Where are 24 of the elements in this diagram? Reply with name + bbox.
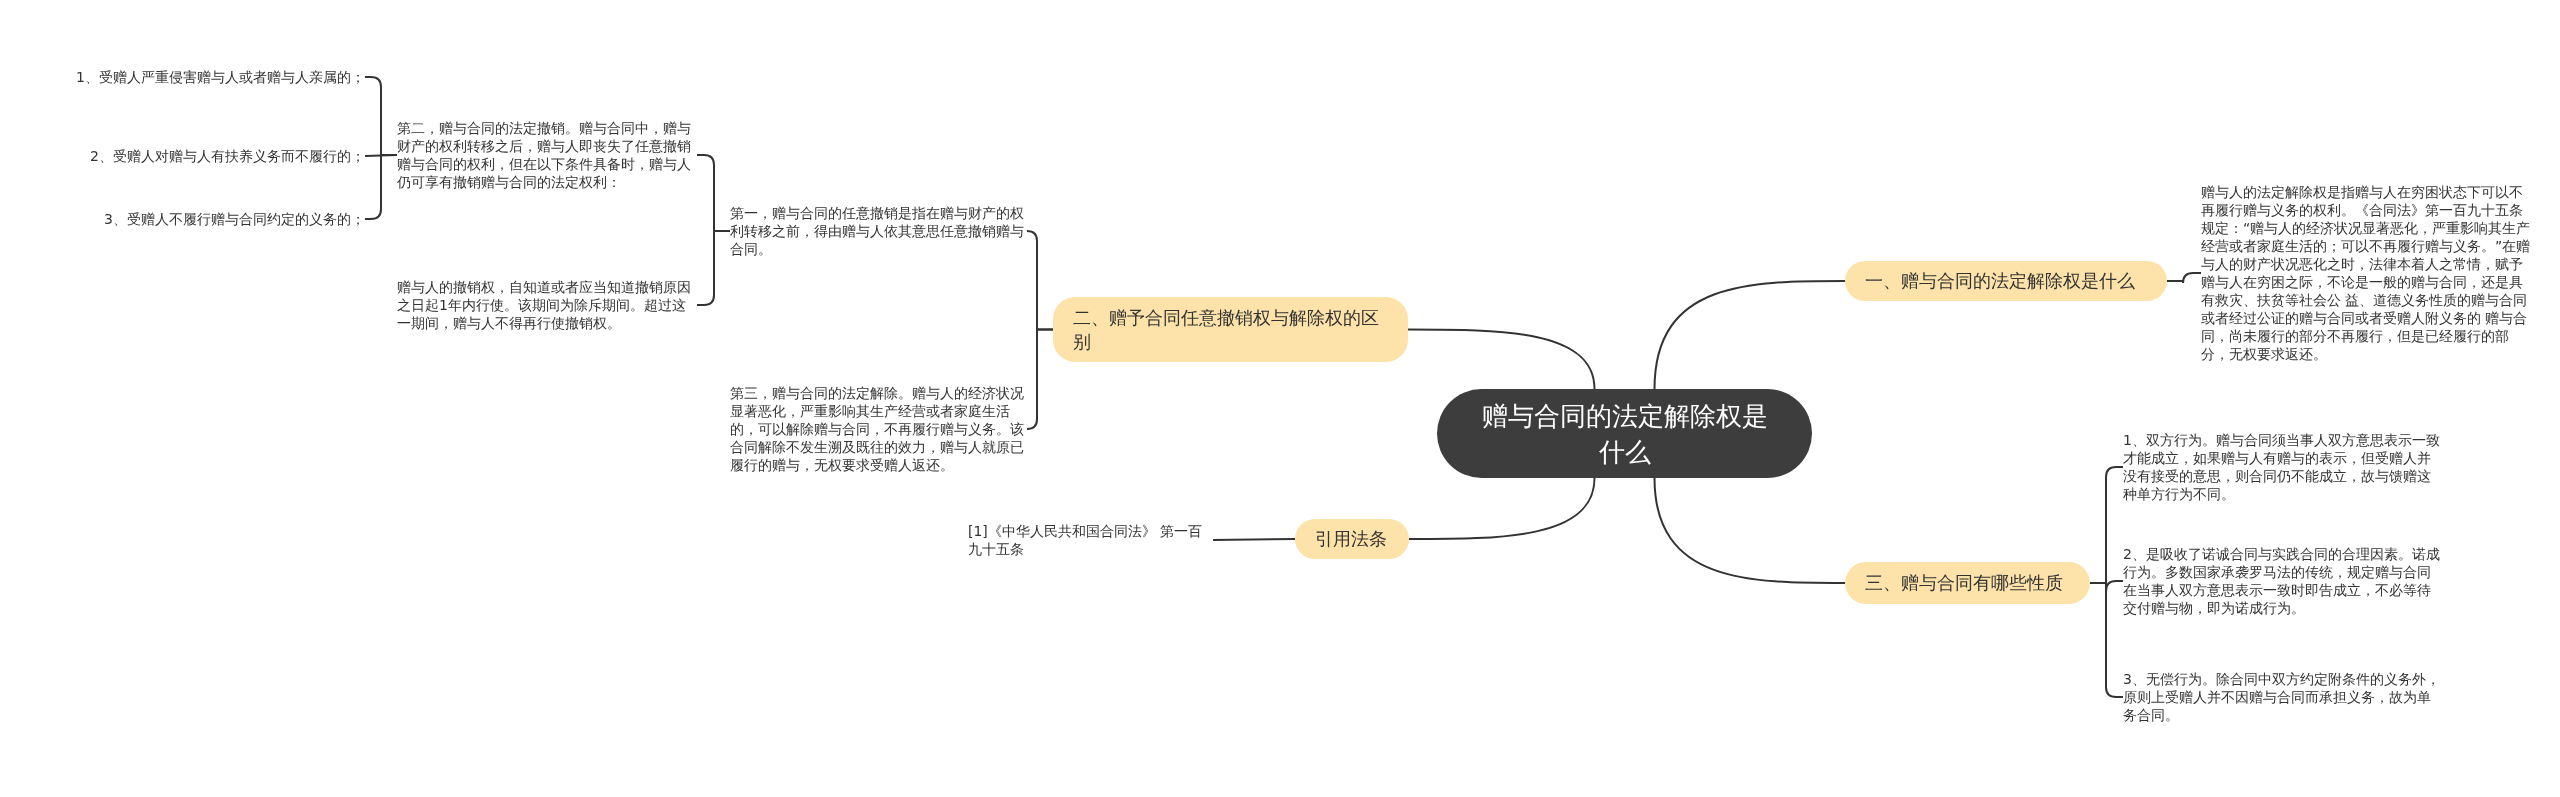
connector-line (1407, 328, 1596, 390)
central-topic: 赠与合同的法定解除权是什么 (1437, 389, 1812, 478)
connector-line (1026, 328, 1054, 430)
note-text: 2、受赠人对赠与人有扶养义务而不履行的； (20, 147, 365, 165)
branch-topic: 一、赠与合同的法定解除权是什么 (1845, 261, 2167, 301)
note-text: 第三，赠与合同的法定解除。赠与人的经济状况显著恶化，严重影响其生产经营或者家庭生活的，可以解除赠与合同，不再履行赠与义务。该合同解除不发生溯及既往的效力，赠与人就原已履行的赠与，无权要求受赠人返还。 (730, 384, 1028, 474)
branch-topic: 三、赠与合同有哪些性质 (1845, 562, 2090, 604)
connector-line (1408, 477, 1596, 540)
note-text: 赠与人的撤销权，自知道或者应当知道撤销原因之日起1年内行使。该期间为除斥期间。超过这一期间，赠与人不得再行使撤销权。 (397, 278, 697, 332)
note-text: [1]《中华人民共和国合同法》 第一百九十五条 (968, 522, 1213, 558)
note-text: 赠与人的法定解除权是指赠与人在穷困状态下可以不再履行赠与义务的权利。《合同法》第一百九十五条规定：“赠与人的经济状况显著恶化，严重影响其生产经营或者家庭生活的；可以不再履行赠与义务。”在赠与人的财产状况恶化之时，法律本着人之常情，赋予赠与人在穷困之际，不论是一般的赠与合同，还是具有救灾、扶贫等社会公 益、道德义务性质的赠与合同或者经过公证的赠与合同或者受赠人附义务的 赠与合同，尚未履行的部分不再履行，但是已经履行的部分，无权要求返还。 (2201, 183, 2536, 363)
connector-line (1212, 538, 1296, 541)
note-text: 3、无偿行为。除合同中双方约定附条件的义务外，原则上受赠人并不因赠与合同而承担义务，故为单务合同。 (2123, 670, 2441, 724)
branch-topic: 引用法条 (1295, 519, 1409, 559)
note-text: 1、双方行为。赠与合同须当事人双方意思表示一致才能成立，如果赠与人有赠与的表示，但受赠人并没有接受的意思，则合同仍不能成立，故与馈赠这种单方行为不同。 (2123, 431, 2441, 503)
note-text: 1、受赠人严重侵害赠与人或者赠与人亲属的； (20, 68, 365, 86)
connector-line (1653, 477, 1846, 584)
note-text: 2、是吸收了诺诚合同与实践合同的合理因素。诺成行为。多数国家承袭罗马法的传统，规定赠与合同在当事人双方意思表示一致时即告成立，不必等待交付赠与物，即为诺成行为。 (2123, 545, 2441, 617)
note-text: 3、受赠人不履行赠与合同约定的义务的； (20, 210, 365, 228)
connector-line (1653, 280, 1846, 390)
note-text: 第二，赠与合同的法定撤销。赠与合同中，赠与财产的权利转移之后，赠与人即丧失了任意撤销赠与合同的权利，但在以下条件具备时，赠与人仍可享有撤销赠与合同的法定权利： (397, 119, 697, 191)
branch-topic: 二、赠予合同任意撤销权与解除权的区别 (1053, 297, 1408, 362)
note-text: 第一，赠与合同的任意撤销是指在赠与财产的权利转移之前，得由赠与人依其意思任意撤销赠与合同。 (730, 204, 1028, 258)
connector-line (2166, 272, 2202, 284)
